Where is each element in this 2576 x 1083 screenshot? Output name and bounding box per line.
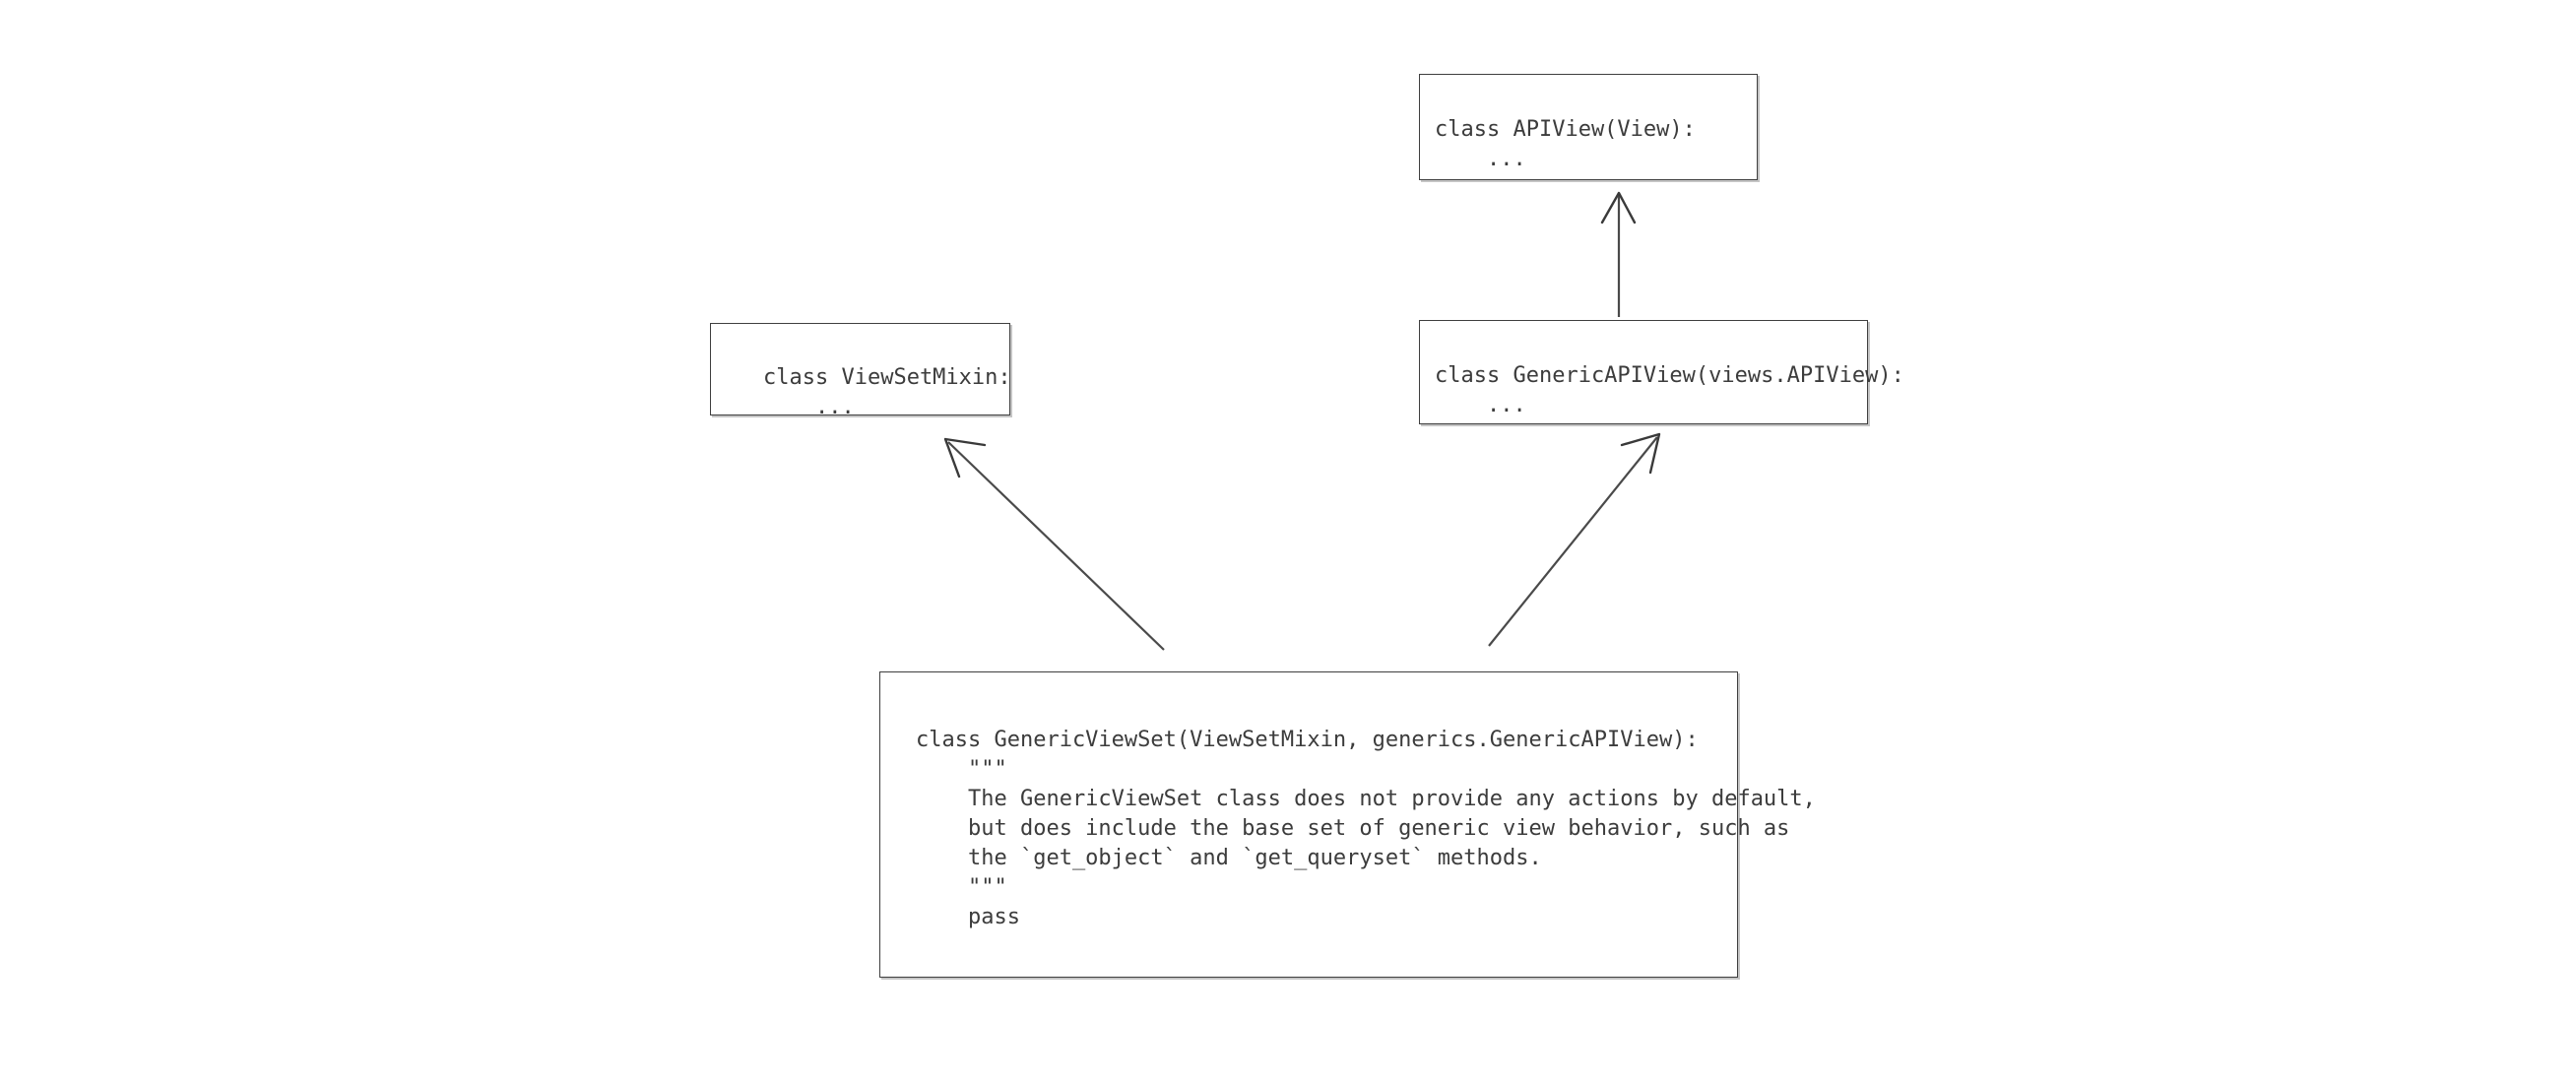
class-code-genericapiview: class GenericAPIView(views.APIView): ...	[1435, 363, 1904, 417]
edge-genericapiview-to-apiview	[1600, 191, 1637, 317]
class-box-apiview[interactable]	[1419, 74, 1758, 180]
edge-genericviewset-to-viewsetmixin	[943, 437, 1165, 651]
class-box-genericviewset[interactable]	[879, 671, 1738, 978]
class-box-genericapiview[interactable]	[1419, 320, 1868, 424]
class-code-viewsetmixin: class ViewSetMixin: ...	[763, 365, 1011, 419]
class-box-viewsetmixin[interactable]	[710, 323, 1010, 415]
class-code-apiview: class APIView(View): ...	[1435, 117, 1696, 171]
edge-genericviewset-to-genericapiview	[1488, 432, 1661, 647]
class-code-genericviewset: class GenericViewSet(ViewSetMixin, gener…	[916, 728, 1816, 929]
